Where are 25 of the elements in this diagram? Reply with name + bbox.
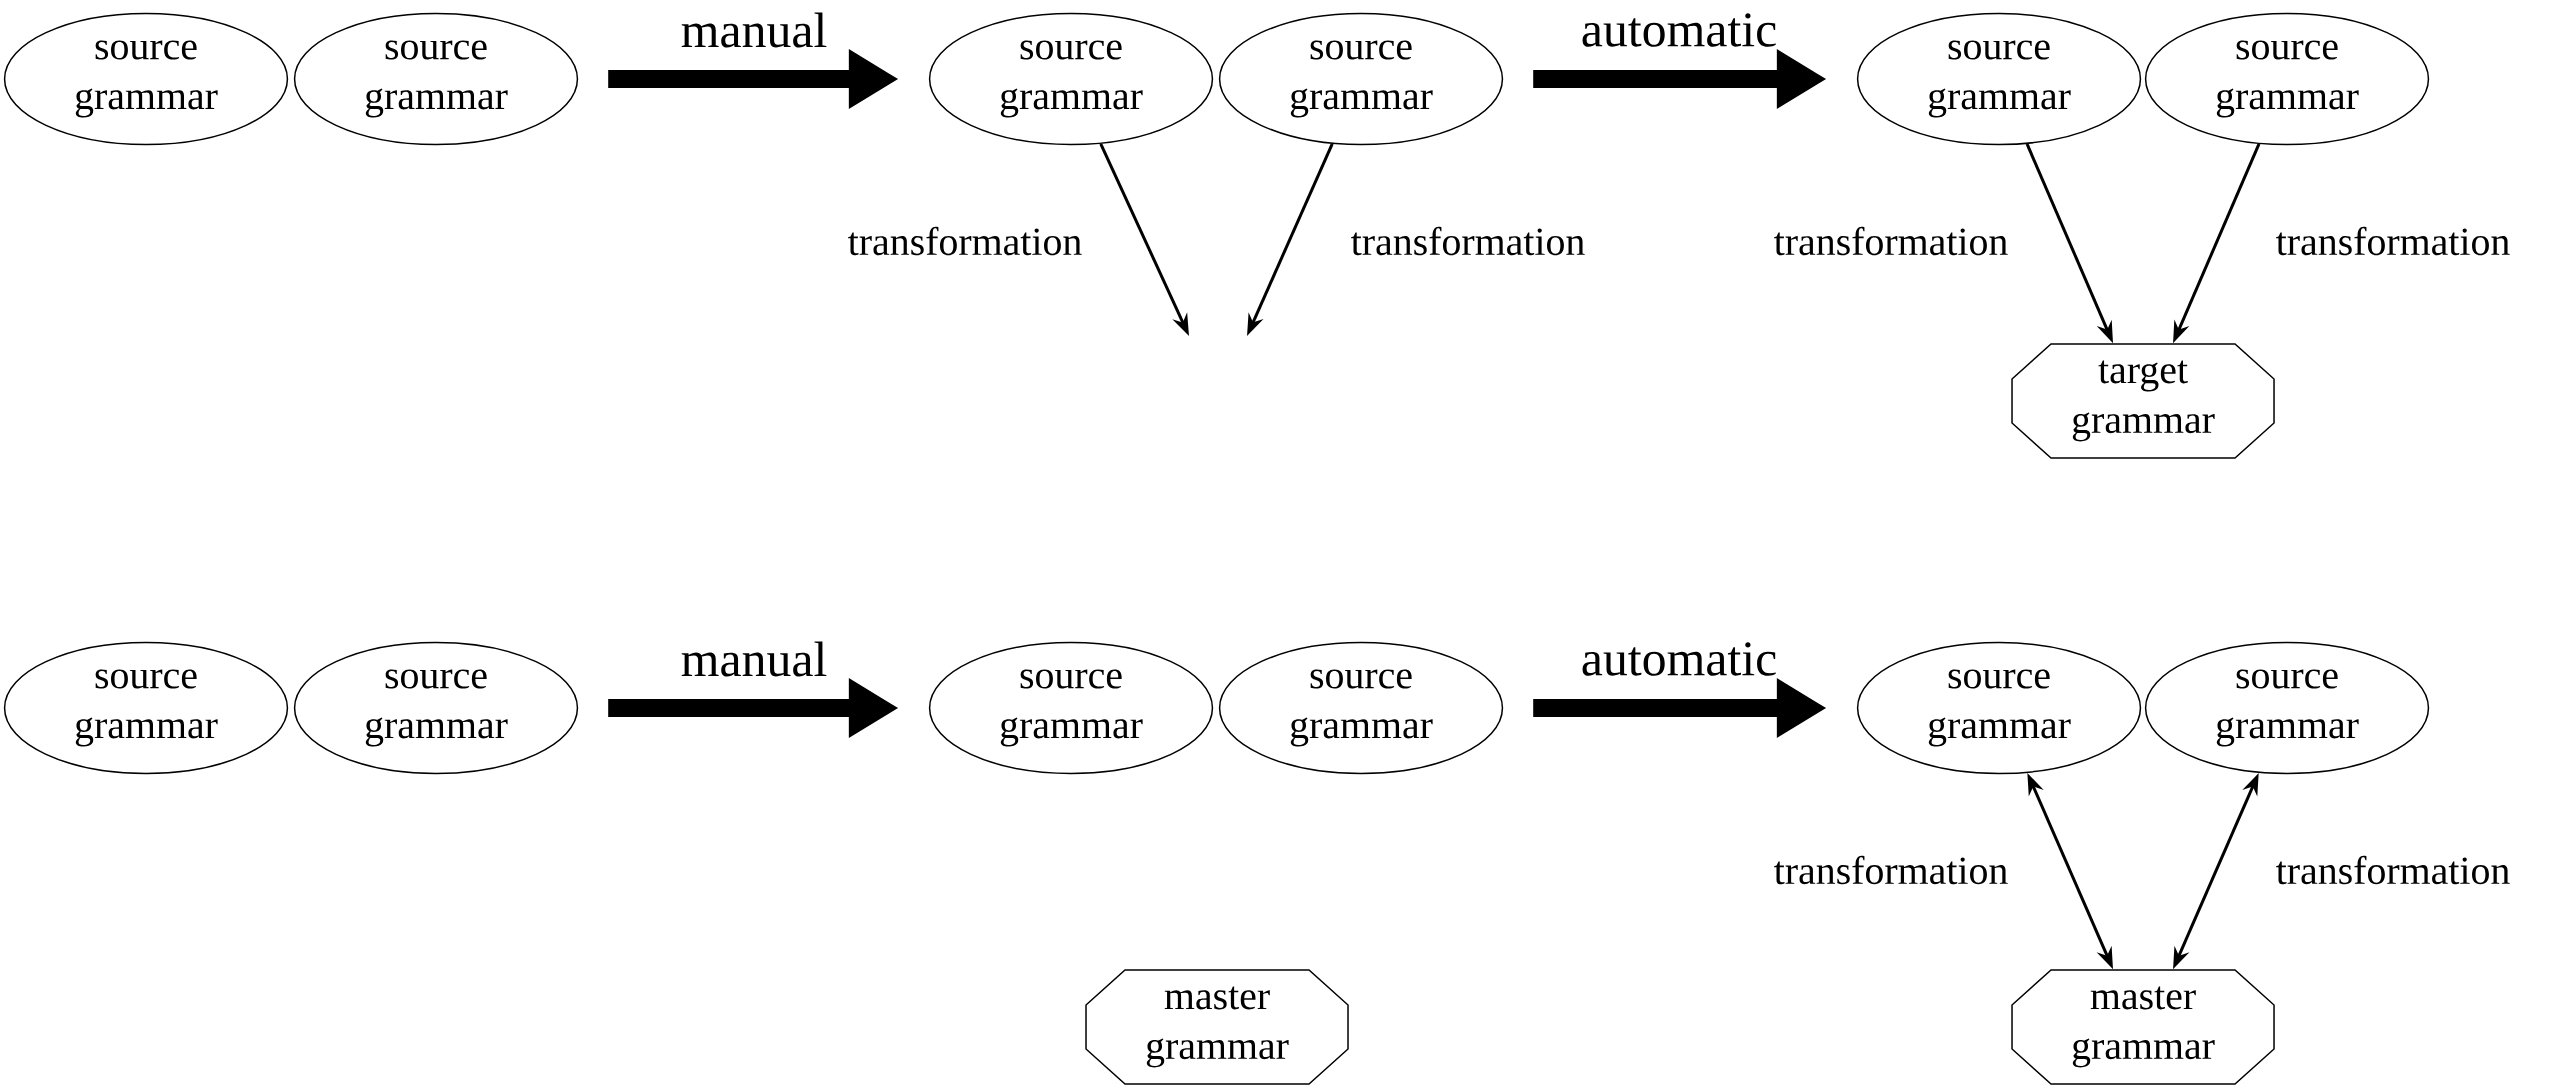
ellipse-node: source grammar	[1218, 641, 1504, 775]
edge-label: manual	[681, 12, 827, 48]
ellipse-node: source grammar	[1218, 12, 1504, 146]
edge-label: transformation	[1351, 226, 1585, 256]
edge-label: transformation	[1774, 855, 2008, 885]
ellipse-node: source grammar	[1856, 641, 2142, 775]
ellipse-node: source grammar	[2144, 641, 2430, 775]
ellipse-node: source grammar	[928, 12, 1214, 146]
octagon-node: master grammar	[2011, 969, 2275, 1085]
edge-label: transformation	[848, 226, 1082, 256]
ellipse-node: source grammar	[1856, 12, 2142, 146]
edge-label: transformation	[2276, 226, 2510, 256]
ellipse-node: source grammar	[2144, 12, 2430, 146]
edge-label: automatic	[1582, 13, 1776, 47]
edge-label: transformation	[1774, 226, 2008, 256]
edge-label: transformation	[2276, 855, 2510, 885]
edge-label: automatic	[1582, 642, 1776, 676]
octagon-node: master grammar	[1085, 969, 1349, 1085]
ellipse-node: source grammar	[293, 641, 579, 775]
ellipse-node: source grammar	[3, 12, 289, 146]
edge-label: manual	[681, 641, 827, 677]
ellipse-node: source grammar	[293, 12, 579, 146]
ellipse-node: source grammar	[928, 641, 1214, 775]
octagon-node: target grammar	[2011, 343, 2275, 459]
ellipse-node: source grammar	[3, 641, 289, 775]
